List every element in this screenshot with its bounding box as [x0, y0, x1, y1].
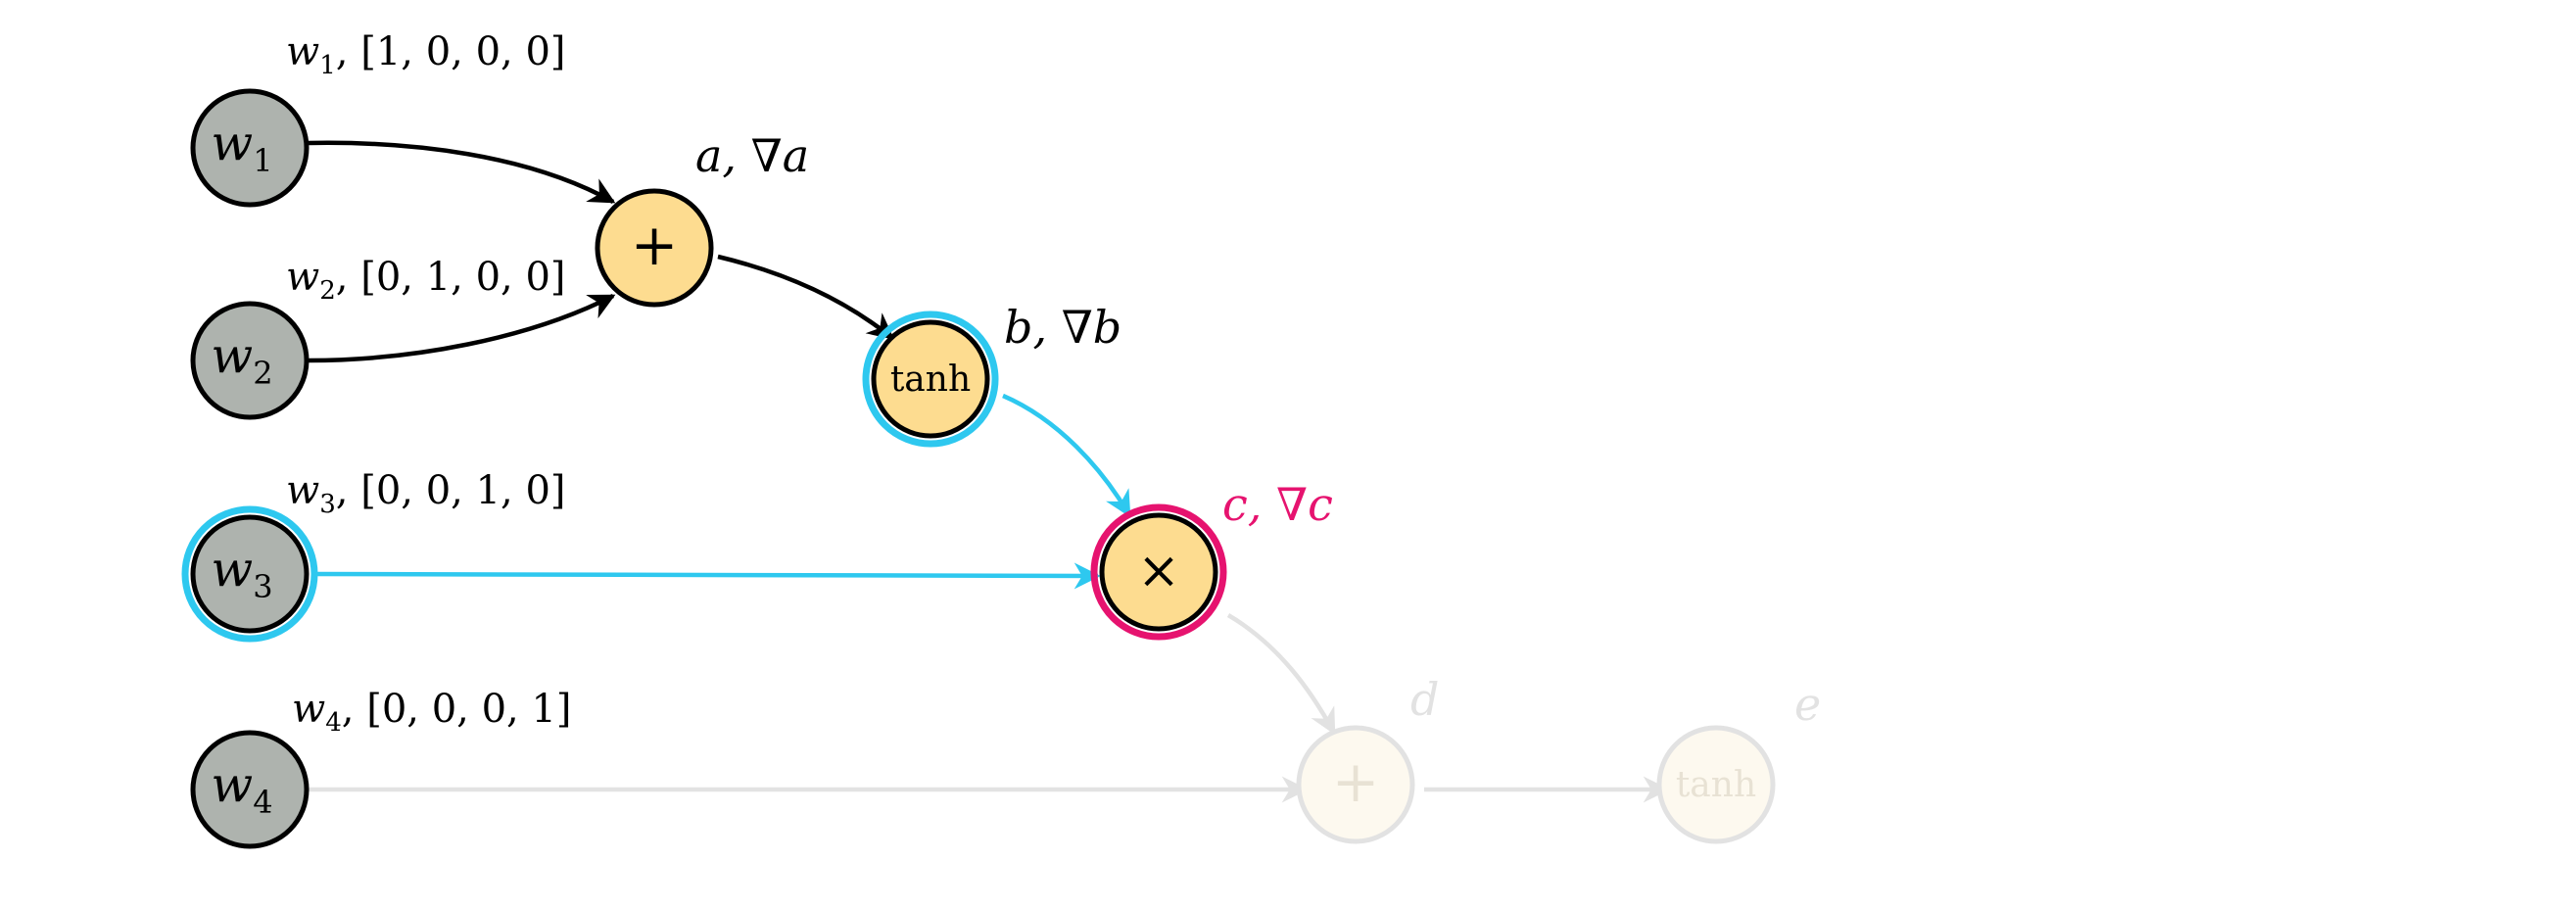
op-label-b: b, ∇b — [1004, 301, 1121, 354]
tanh-symbol: tanh — [1676, 765, 1756, 805]
highlight-ring-blue — [181, 505, 318, 643]
node-var: w — [211, 115, 253, 171]
edge-b-c — [1002, 393, 1131, 518]
input-label-w1: w1, [1, 0, 0, 0] — [286, 29, 566, 80]
plus-symbol: + — [631, 212, 679, 278]
node-sub: 4 — [253, 784, 272, 821]
op-label-c: c, ∇c — [1222, 478, 1333, 531]
node-sub: 2 — [253, 355, 272, 392]
op-node-e-tanh-faded: tanh — [1656, 725, 1776, 844]
tanh-symbol: tanh — [890, 359, 971, 400]
svg-text:w4: w4 — [211, 756, 272, 821]
op-node-a-plus: + — [595, 188, 714, 308]
op-node-d-plus-faded: + — [1296, 725, 1415, 844]
times-symbol: × — [1137, 542, 1180, 600]
input-node-w1: w1 — [190, 88, 310, 208]
op-label-e: e — [1794, 678, 1821, 731]
svg-text:w1: w1 — [211, 115, 272, 179]
input-node-w2: w2 — [190, 301, 310, 420]
edge-w3-c — [312, 562, 1101, 590]
edge-w2-a — [308, 293, 616, 363]
highlight-ring-blue — [862, 311, 999, 448]
node-var: w — [211, 756, 253, 813]
op-node-b-tanh: tanh — [862, 311, 999, 448]
svg-text:w3: w3 — [211, 541, 272, 605]
edge-c-d — [1226, 613, 1336, 736]
plus-symbol: + — [1332, 748, 1380, 815]
edges — [308, 140, 1670, 803]
node-sub: 1 — [253, 142, 272, 179]
input-node-w4: w4 — [190, 730, 310, 849]
node-sub: 3 — [253, 568, 272, 605]
input-node-w3: w3 — [181, 505, 318, 643]
op-node-c-times: × — [1090, 503, 1227, 641]
op-label-a: a, ∇a — [695, 129, 809, 182]
edge-w1-a — [308, 140, 616, 204]
highlight-ring-pink — [1090, 503, 1227, 641]
input-label-w4: w4, [0, 0, 0, 1] — [292, 687, 572, 738]
svg-text:w2: w2 — [211, 327, 272, 392]
edge-a-b — [717, 254, 895, 340]
input-label-w3: w3, [0, 0, 1, 0] — [286, 468, 566, 519]
op-label-d: d — [1410, 673, 1439, 726]
node-var: w — [211, 541, 253, 598]
node-var: w — [211, 327, 253, 384]
input-label-w2: w2, [0, 1, 0, 0] — [286, 255, 566, 306]
